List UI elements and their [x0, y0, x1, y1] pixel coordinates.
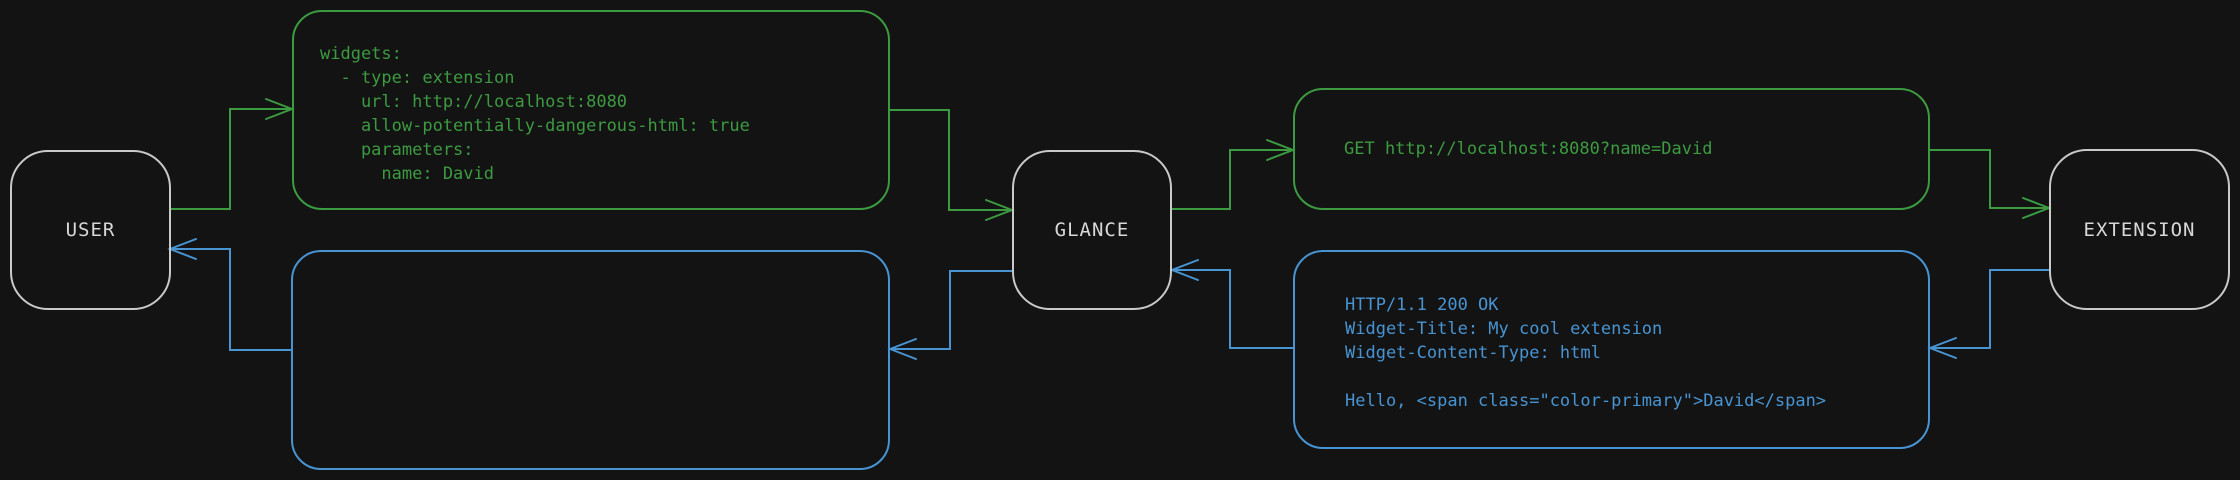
glance-node-label: GLANCE — [1054, 219, 1130, 241]
config-line: url: http://localhost:8080 — [320, 92, 628, 112]
http-response-box: HTTP/1.1 200 OK Widget-Title: My cool ex… — [1293, 250, 1930, 449]
arrow-user-to-config — [169, 98, 295, 210]
arrow-response-to-glance — [1169, 259, 1294, 349]
response-line: Hello, <span class="color-primary">David… — [1345, 391, 1827, 411]
widget-preview-box: MY COOL EXTENSION Hello, David — [291, 250, 890, 470]
config-yaml-box: widgets: - type: extension url: http://l… — [292, 10, 890, 210]
config-line: name: David — [320, 164, 494, 184]
response-line: Widget-Content-Type: html — [1345, 343, 1601, 363]
config-line: allow-potentially-dangerous-html: true — [320, 116, 750, 136]
arrow-widget-to-user — [167, 238, 292, 351]
config-line: widgets: — [320, 44, 402, 64]
arrow-glance-to-request — [1171, 139, 1296, 210]
config-line: parameters: — [320, 140, 474, 160]
arrow-extension-to-response — [1927, 269, 2050, 359]
extension-node: EXTENSION — [2049, 149, 2230, 310]
response-line: HTTP/1.1 200 OK — [1345, 295, 1499, 315]
http-request-box: GET http://localhost:8080?name=David — [1293, 88, 1930, 210]
arrow-request-to-extension — [1929, 149, 2052, 219]
arrow-config-to-glance — [889, 109, 1015, 221]
extension-node-label: EXTENSION — [2083, 218, 2196, 241]
arrow-glance-to-widget — [887, 270, 1013, 360]
response-line — [1345, 365, 1928, 389]
config-line: - type: extension — [320, 68, 515, 88]
response-line: Widget-Title: My cool extension — [1345, 319, 1663, 339]
user-node: USER — [10, 150, 171, 310]
request-line: GET http://localhost:8080?name=David — [1344, 139, 1713, 159]
user-node-label: USER — [65, 219, 116, 241]
glance-node: GLANCE — [1012, 150, 1172, 310]
